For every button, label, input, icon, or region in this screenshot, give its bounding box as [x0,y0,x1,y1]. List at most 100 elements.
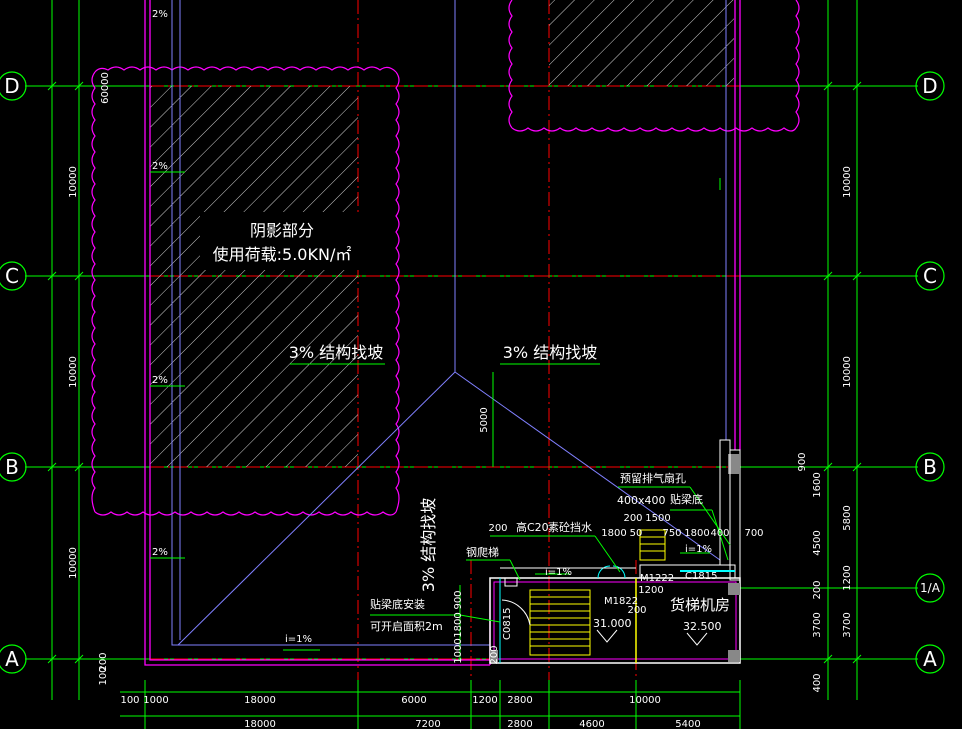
axis-bubble-d-right [915,71,945,101]
dim-bottom-r2-1: 7200 [415,719,440,729]
dim-right-inner-4: 1200 [842,565,853,590]
door-m1222: M1222 [640,573,674,584]
dim-left-3: 10000 [68,547,79,579]
dim-detail-2: 200 [623,513,642,524]
dim-right-outer-1: 10000 [842,356,853,388]
dim-detail-13: 1000 [453,638,464,663]
hatched-area-top-right [549,0,734,86]
axis-bubble-a-left [0,644,27,674]
dim-left-1: 10000 [68,166,79,198]
dim-right-inner-3: 4500 [812,530,823,555]
window-c1815: C1815 [685,571,717,582]
dim-right-outer-0: 10000 [842,166,853,198]
building-outline [144,0,741,666]
dim-detail-6: 1800 [684,528,709,539]
axis-label-d-left: D [4,74,19,98]
note-exhaust: 预留排气扇孔 [620,471,686,485]
axis-bubbles: D C B A D C B 1/A A [0,71,945,674]
dim-detail-0: 200 [488,523,507,534]
note-open-area: 可开启面积2m [370,620,443,633]
slope-label-vertical: 3% 结构找坡 [419,498,438,592]
axis-bubble-b-left [0,452,27,482]
dim-bottom-r2-0: 18000 [244,719,276,729]
dim-detail-8: 700 [744,528,763,539]
axis-bubble-1a-right [915,573,945,603]
dim-bottom-r1-1: 1000 [143,695,168,706]
dim-bottom-r1-5: 2800 [507,695,532,706]
dim-left-5: 200 [98,652,109,671]
note-concrete: 高C20 [516,520,549,534]
elevation-stair: 31.000 [593,617,632,630]
dim-bottom-r1-3: 6000 [401,695,426,706]
dims-left: 60000 10000 10000 10000 100 200 [68,72,111,685]
axis-label-a-right: A [923,647,937,671]
dim-left-4: 100 [98,666,109,685]
dim-right-inner-7: 400 [812,673,823,692]
dim-detail-14: 200 [489,645,500,664]
dim-bottom-r1-4: 1200 [472,695,497,706]
dim-right-inner-1: 1600 [812,472,823,497]
axis-bubble-d-left [0,71,27,101]
dim-detail-5: 750 [662,528,681,539]
dim-left-0: 60000 [100,72,111,104]
axis-label-1a-right: 1/A [920,581,941,595]
shaded-area-title: 阴影部分 [250,221,314,240]
note-curb: 素砼挡水 [548,520,592,534]
slope-i-bottom: i=1% [285,634,312,645]
axis-label-a-left: A [5,647,19,671]
note-install: 贴梁底安装 [370,597,425,611]
dim-detail-9: 1200 [638,585,663,596]
shaded-area-load: 使用荷载:5.0KN/㎡ [213,245,352,264]
dim-detail-15: 5000 [479,407,490,432]
dim-right-inner-2: 5800 [842,505,853,530]
dim-detail-7: 400 [710,528,729,539]
dim-left-2: 10000 [68,356,79,388]
slope-i-stair: i=1% [545,567,572,578]
window-c0815: C0815 [502,608,513,640]
dim-detail-11: 900 [453,590,464,609]
dim-detail-10: 200 [627,605,646,616]
dim-detail-12: 1800 [453,612,464,637]
dim-bottom-r1-2: 18000 [244,695,276,706]
dim-right-outer-2: 3700 [842,612,853,637]
slope-label-left: 3% 结构找坡 [289,343,383,362]
axis-bubble-a-right [915,644,945,674]
axis-bubble-c-right [915,261,945,291]
dim-right-inner-6: 3700 [812,612,823,637]
dim-detail-1: 1500 [645,513,670,524]
note-size: 400x400 [617,494,666,507]
slope-label-right: 3% 结构找坡 [503,343,597,362]
slope-2pct-3: 2% [152,375,168,386]
note-ladder: 钢爬梯 [466,546,499,559]
dim-right-inner-5: 200 [812,580,823,599]
dim-bottom-r2-2: 2800 [507,719,532,729]
slope-2pct-1: 2% [152,9,168,20]
slope-i-room: i=1% [685,544,712,555]
dim-bottom-r2-4: 5400 [675,719,700,729]
dim-bottom-r1-0: 100 [120,695,139,706]
axis-label-b-right: B [923,455,937,479]
axis-label-d-right: D [922,74,937,98]
leader-lines [150,171,731,660]
dim-bottom-r1-6: 10000 [629,695,661,706]
door-m1822: M1822 [604,596,638,607]
revision-clouds [91,0,800,516]
elevation-room: 32.500 [683,620,722,633]
dim-bottom-r2-3: 4600 [579,719,604,729]
note-beam-bottom: 贴梁底 [670,492,703,506]
axis-label-c-right: C [923,264,937,288]
hatched-area-left [150,86,358,467]
dim-right-inner-0: 900 [797,452,808,471]
axis-bubble-c-left [0,261,27,291]
dim-detail-3: 1800 [601,528,626,539]
axis-label-b-left: B [5,455,19,479]
dims-detail: 200 1500 200 1800 50 750 1800 400 700 12… [453,407,764,664]
dim-detail-4: 50 [630,528,643,539]
dims-right: 10000 10000 3700 900 1600 5800 4500 1200… [797,166,853,692]
roof-ridge-lines [171,0,727,646]
slope-2pct-4: 2% [152,547,168,558]
dims-bottom: 100 1000 18000 6000 1200 2800 10000 1800… [120,695,700,729]
slope-2pct-2: 2% [152,161,168,172]
axis-label-c-left: C [5,264,19,288]
